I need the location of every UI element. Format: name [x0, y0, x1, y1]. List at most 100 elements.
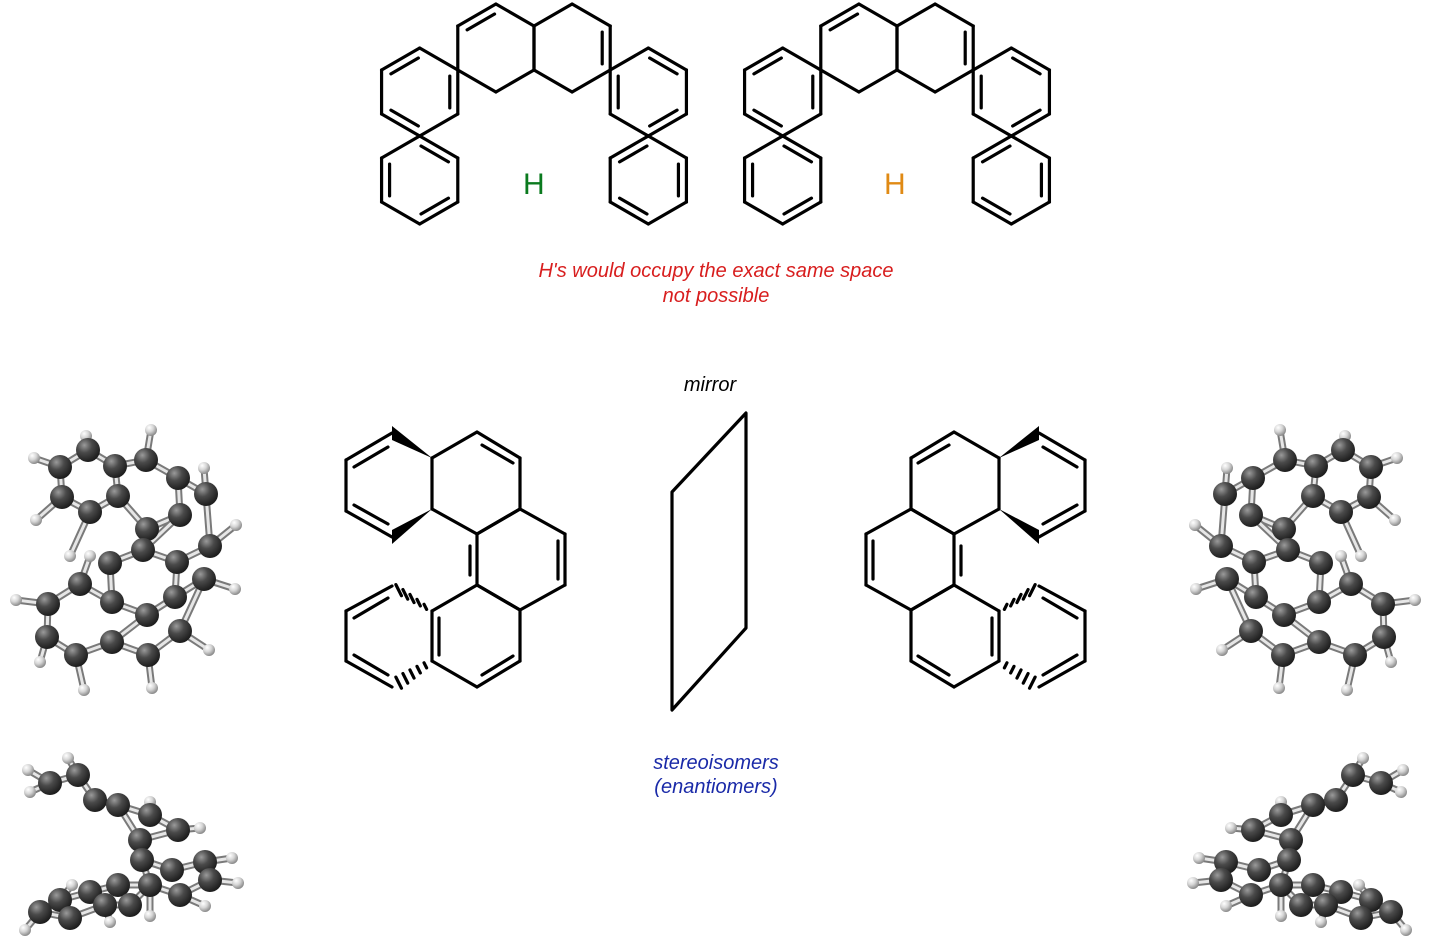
carbon-atom	[193, 850, 217, 874]
carbon-atom	[1269, 873, 1293, 897]
carbon-atom	[1272, 517, 1296, 541]
bond	[1002, 661, 1009, 670]
bond	[415, 597, 422, 608]
bond	[864, 507, 913, 536]
bond	[1027, 583, 1037, 598]
bond	[379, 200, 422, 226]
bond	[352, 596, 390, 620]
bond	[1009, 664, 1016, 675]
carbon-atom	[1357, 485, 1381, 509]
carbon-atom	[48, 888, 72, 912]
hydrogen-atom	[1274, 424, 1286, 436]
bond	[389, 108, 420, 128]
hydrogen-atom	[1389, 514, 1401, 526]
bond	[475, 507, 522, 536]
bond	[1037, 431, 1087, 462]
hydrogen-atom	[1395, 786, 1407, 798]
bond	[465, 12, 497, 32]
wedge-bond	[392, 509, 432, 544]
stereoisomers-label: stereoisomers	[653, 752, 779, 774]
carbon-atom	[66, 763, 90, 787]
carbon-atom	[1242, 550, 1266, 574]
bond	[344, 584, 394, 613]
carbon-atom	[134, 448, 158, 472]
hydrogen-atom	[22, 764, 34, 776]
bond	[752, 108, 783, 128]
hydrogen-atom	[1357, 752, 1369, 764]
hydrogen-atom	[1190, 583, 1202, 595]
bond	[408, 592, 416, 605]
carbon-atom	[1343, 643, 1367, 667]
bond	[532, 2, 574, 28]
bond	[1037, 659, 1087, 689]
hydrogen-atom	[1353, 879, 1365, 891]
bond	[494, 68, 536, 94]
bond	[952, 507, 1001, 536]
bond	[1009, 597, 1016, 608]
carbon-atom	[103, 454, 127, 478]
bond	[895, 2, 937, 28]
bond	[1015, 592, 1023, 605]
bond	[608, 112, 650, 138]
hydrogen-atom	[1216, 644, 1228, 656]
carbon-atom	[1277, 848, 1301, 872]
bond	[1041, 653, 1079, 677]
hydrogen-atom	[1400, 924, 1412, 936]
bond	[648, 56, 679, 76]
carbon-atom	[1359, 455, 1383, 479]
bond	[475, 659, 522, 689]
bond	[570, 68, 612, 94]
bond	[1009, 134, 1052, 160]
bond	[419, 144, 451, 164]
carbon-atom	[138, 873, 162, 897]
hydrogen-atom	[146, 682, 158, 694]
hydrogen-atom	[232, 877, 244, 889]
carbon-atom	[1301, 484, 1325, 508]
carbon-atom	[192, 567, 216, 591]
carbon-atom	[106, 873, 130, 897]
carbon-atom	[131, 538, 155, 562]
bond	[401, 671, 410, 685]
hydrogen-atom	[1187, 877, 1199, 889]
ball-stick-model-side-right	[1187, 752, 1412, 936]
bond	[933, 2, 975, 28]
bond	[1011, 108, 1042, 128]
clash-note-line1: H's would occupy the exact same space	[538, 260, 893, 282]
bond	[857, 2, 899, 28]
bond	[352, 445, 390, 469]
carbon-atom	[163, 585, 187, 609]
bond	[781, 200, 823, 226]
carbon-atom	[168, 619, 192, 643]
hydrogen-atom	[1275, 910, 1287, 922]
bond	[646, 112, 689, 138]
carbon-atom	[76, 438, 100, 462]
carbon-atom	[98, 551, 122, 575]
carbon-atom	[1314, 893, 1338, 917]
carbon-atom	[168, 883, 192, 907]
bond	[1009, 200, 1052, 226]
carbon-atom	[194, 482, 218, 506]
hydrogen-atom	[10, 594, 22, 606]
hydrogen-atom	[1221, 462, 1233, 474]
bond	[1041, 596, 1079, 620]
hydrogen-atom	[28, 452, 40, 464]
carbon-atom	[128, 828, 152, 852]
bond	[909, 507, 956, 536]
bond	[422, 602, 429, 611]
hydrogen-atom	[84, 550, 96, 562]
hydrogen-atom	[34, 656, 46, 668]
bond	[1002, 602, 1009, 611]
bond	[617, 196, 649, 216]
carbon-atom	[100, 590, 124, 614]
hydrogen-atom	[1397, 764, 1409, 776]
hydrogen-atom	[226, 852, 238, 864]
carbon-atom	[1209, 868, 1233, 892]
hydrogen-atom	[66, 879, 78, 891]
hydrogen-atom	[24, 786, 36, 798]
helicene-enantiomer-left	[344, 426, 567, 690]
carbon-atom	[64, 643, 88, 667]
carbon-atom	[168, 503, 192, 527]
bond	[352, 503, 390, 526]
carbon-atom	[58, 906, 82, 930]
carbon-atom	[50, 485, 74, 509]
